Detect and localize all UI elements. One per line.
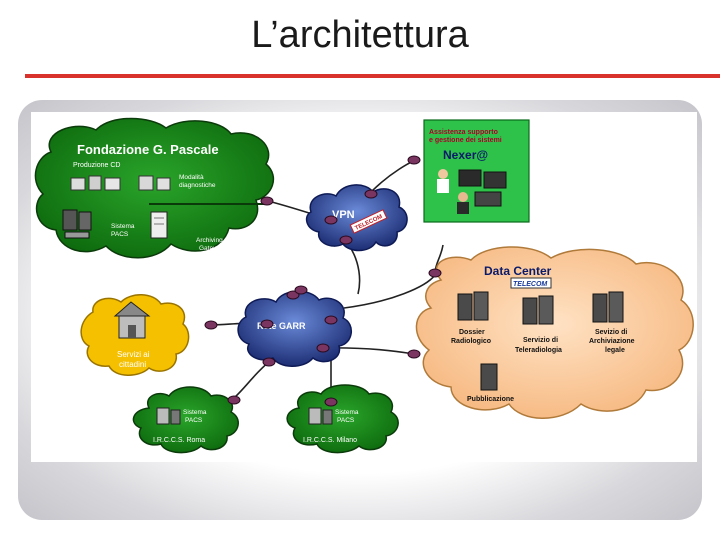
nexera-support-label-1: Assistenza supporto: [429, 129, 498, 136]
publishing-server-icon: [480, 363, 498, 391]
nexera-support-box: Assistenza supporto e gestione dei siste…: [423, 119, 530, 223]
citizens-cloud: Servizi ai cittadini: [80, 294, 190, 376]
teleradiology-label-2: Teleradiologia: [515, 347, 562, 354]
svg-text:TELECOM: TELECOM: [513, 281, 547, 288]
roma-pacs-label-2: PACS: [185, 417, 203, 424]
archive-label-3: legale: [605, 347, 625, 354]
milano-pacs-label-2: PACS: [337, 417, 355, 424]
router-icon: [204, 320, 218, 330]
pascale-archiving-label-2: Gateway: [199, 245, 225, 252]
router-icon: [316, 343, 330, 353]
roma-name: I.R.C.C.S. Roma: [153, 437, 205, 444]
datacenter-title: Data Center: [484, 264, 552, 278]
router-icon: [324, 397, 338, 407]
archive-servers-icon: [592, 291, 624, 323]
operators-workstation-icon: [437, 169, 507, 214]
teleradiology-label-1: Servizio di: [523, 337, 558, 344]
pascale-title: Fondazione G. Pascale: [77, 142, 219, 157]
roma-cloud: Sistema PACS I.R.C.C.S. Roma: [132, 386, 239, 454]
pascale-pacs-label-2: PACS: [111, 231, 129, 238]
house-icon: [113, 301, 151, 339]
archive-label-1: Sevizio di: [595, 329, 627, 336]
pascale-archiving-label-1: Archiving: [196, 237, 223, 244]
dossier-label-2: Radiologico: [451, 338, 491, 345]
architecture-diagram: Fondazione G. Pascale Produzione CD Moda…: [31, 112, 697, 462]
router-icon: [324, 215, 338, 225]
dossier-label-1: Dossier: [459, 329, 485, 336]
pascale-pacs-label-1: Sistema: [111, 223, 135, 230]
router-icon: [260, 196, 274, 206]
garr-label: Rete GARR: [257, 321, 306, 331]
roma-workstation-icon: [156, 407, 181, 425]
nexera-support-label-2: e gestione dei sistemi: [429, 137, 502, 144]
router-icon: [227, 395, 241, 405]
router-icon: [324, 315, 338, 325]
datacenter-telecom-logo: TELECOM: [510, 277, 552, 289]
teleradiology-servers-icon: [522, 295, 554, 325]
archive-label-2: Archiviazione: [589, 338, 635, 345]
citizens-label-1: Servizi ai: [117, 350, 150, 359]
milano-cloud: Sistema PACS I.R.C.C.S. Milano: [286, 384, 399, 454]
title-divider: [25, 74, 720, 78]
pascale-production-label: Produzione CD: [73, 162, 120, 169]
diagram-svg: Fondazione G. Pascale Produzione CD Moda…: [34, 117, 694, 454]
router-icon: [294, 285, 308, 295]
milano-pacs-label-1: Sistema: [335, 409, 359, 416]
server-icon: [150, 211, 168, 239]
router-icon: [428, 268, 442, 278]
slide-title: L’architettura: [251, 14, 469, 56]
router-icon: [407, 155, 421, 165]
pascale-modalities-label-2: diagnostiche: [179, 182, 216, 189]
roma-pacs-label-1: Sistema: [183, 409, 207, 416]
pascale-cloud: Fondazione G. Pascale Produzione CD Moda…: [34, 117, 275, 259]
workstations-icon: [62, 209, 92, 239]
dossier-servers-icon: [457, 291, 489, 321]
nexera-logo: Nexer@: [443, 148, 488, 162]
garr-cloud: Rete GARR: [237, 290, 352, 367]
milano-workstation-icon: [308, 407, 333, 425]
routers: [204, 155, 442, 407]
citizens-label-2: cittadini: [119, 360, 146, 369]
pascale-modalities-label-1: Modalità: [179, 174, 204, 181]
router-icon: [339, 235, 353, 245]
datacenter-cloud: Data Center TELECOM Dossier Radiologico …: [415, 246, 694, 419]
router-icon: [262, 357, 276, 367]
router-icon: [364, 189, 378, 199]
modality-devices-icon: [70, 175, 171, 191]
milano-name: I.R.C.C.S. Milano: [303, 437, 357, 444]
vpn-label: VPN: [332, 209, 355, 221]
router-icon: [286, 290, 300, 300]
publishing-label: Pubblicazione: [467, 396, 514, 403]
router-icon: [407, 349, 421, 359]
router-icon: [260, 319, 274, 329]
vpn-cloud: VPN TELECOM: [305, 184, 408, 252]
